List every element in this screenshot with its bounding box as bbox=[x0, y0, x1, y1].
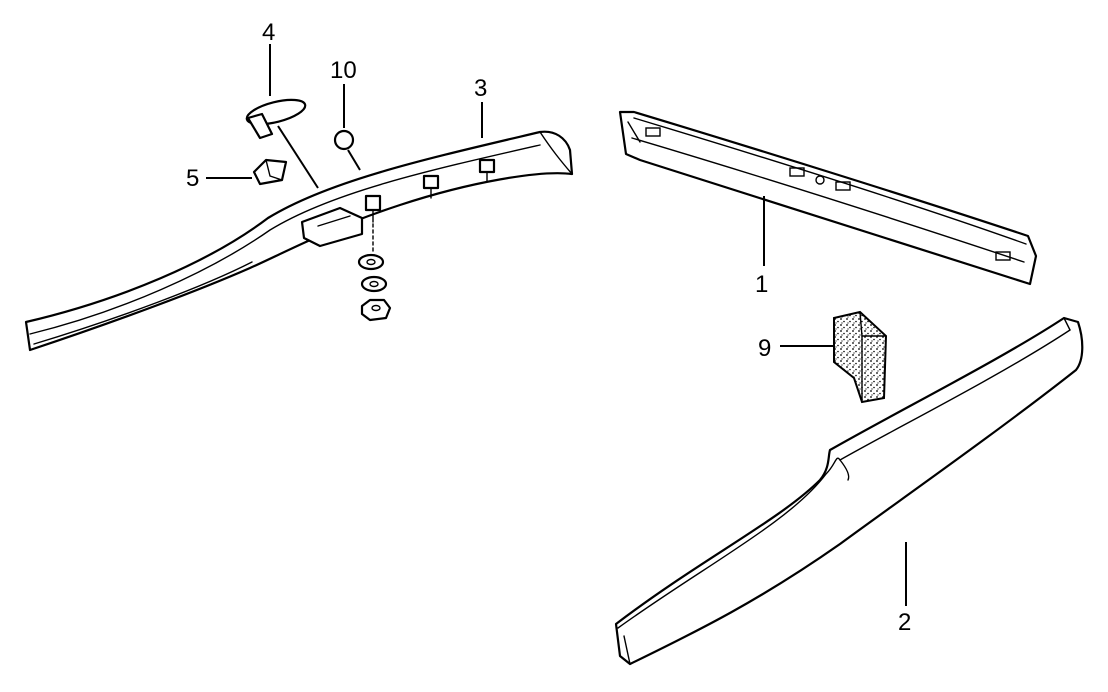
washer-2 bbox=[360, 275, 388, 293]
part-4-clip bbox=[245, 98, 307, 140]
leader-lines bbox=[206, 44, 907, 606]
part-10-cap bbox=[333, 129, 355, 151]
part-5-spacer bbox=[252, 158, 288, 186]
callout-2: 2 bbox=[898, 609, 911, 636]
stud bbox=[478, 158, 496, 183]
callout-labels: 1 2 3 4 5 9 10 bbox=[186, 19, 911, 636]
callout-1: 1 bbox=[755, 271, 768, 298]
part-1-reinforcement-rail bbox=[618, 110, 1038, 286]
callout-3: 3 bbox=[474, 75, 487, 102]
leader-10-ext bbox=[347, 149, 361, 171]
stud bbox=[422, 174, 440, 199]
part-2-trim-strip bbox=[614, 316, 1084, 666]
leader-4-ext bbox=[277, 125, 319, 189]
callout-9: 9 bbox=[758, 335, 771, 362]
part-9-foam-pad bbox=[833, 310, 888, 404]
callout-4: 4 bbox=[262, 19, 275, 46]
nut bbox=[360, 298, 392, 322]
washer-1 bbox=[357, 253, 385, 271]
callout-5: 5 bbox=[186, 165, 199, 192]
stud bbox=[364, 194, 382, 223]
part-3-trim-strip bbox=[24, 130, 574, 352]
callout-10: 10 bbox=[330, 57, 357, 84]
